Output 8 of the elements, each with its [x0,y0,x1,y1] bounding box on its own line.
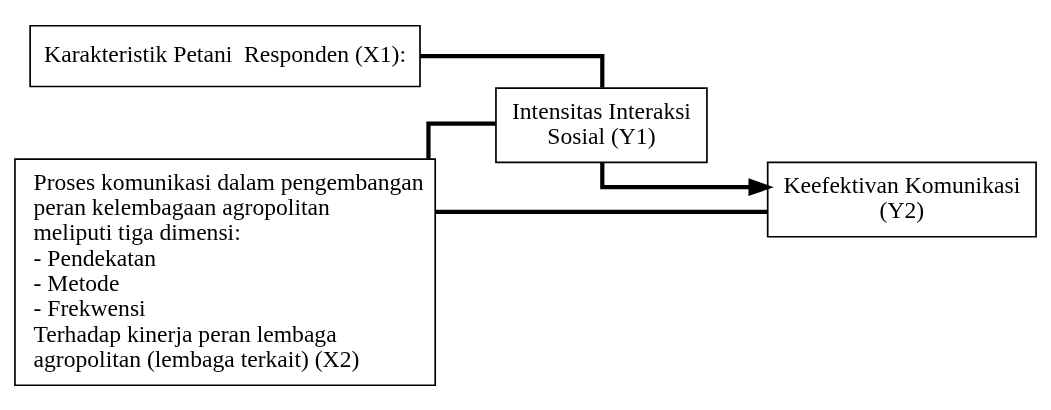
node-box: Karakteristik Petani Responden (X1): [29,24,421,87]
connector [426,121,496,159]
arrow [600,162,774,196]
connector [420,53,605,87]
node-box: Keefektivan Komunikasi (Y2) [766,161,1037,238]
node-box: Proses komunikasi dalam pengembangan peran kelembagaan agropolitan meliputi tiga dimensi: - Pendekatan - Metode - Frekwensi Terhadap kinerja peran lembaga agropolitan (lembaga terkait) (X2) [14,157,437,386]
connector [435,209,768,214]
node-box: Intensitas Interaksi Sosial (Y1) [495,86,708,163]
